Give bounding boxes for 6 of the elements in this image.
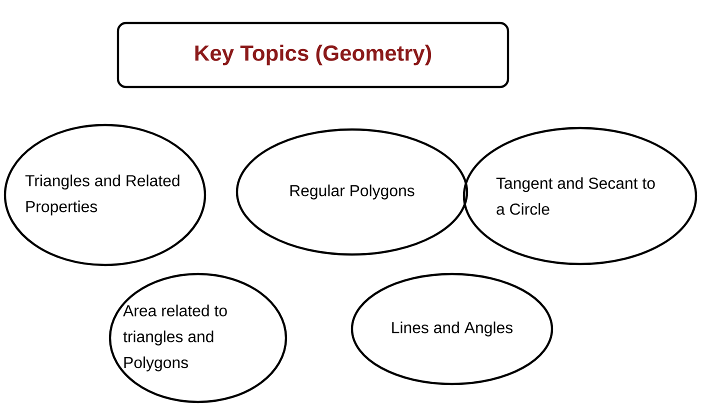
topic-oval: Lines and Angles bbox=[350, 272, 554, 386]
topic-oval: Tangent and Secant to a Circle bbox=[462, 126, 698, 266]
topic-oval: Regular Polygons bbox=[236, 128, 468, 256]
title-box: Key Topics (Geometry) bbox=[116, 22, 510, 88]
topic-oval: Area related to triangles and Polygons bbox=[108, 272, 288, 404]
topic-oval: Triangles and Related Properties bbox=[4, 124, 206, 266]
